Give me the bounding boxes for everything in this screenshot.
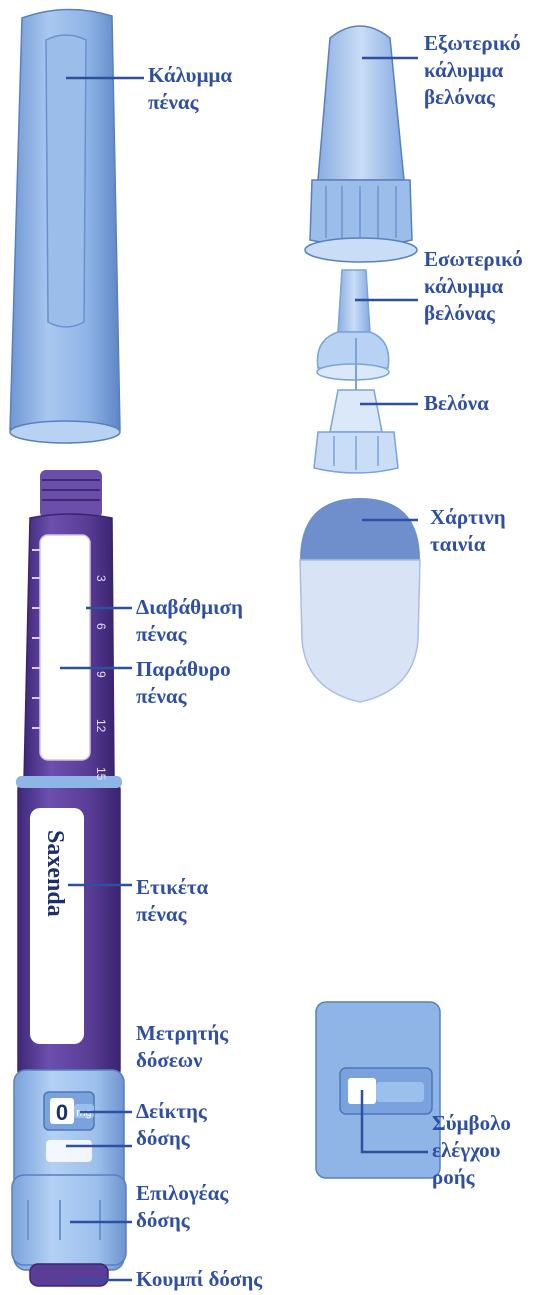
dose-button[interactable] (30, 1264, 108, 1286)
dose-display: 0 (56, 1100, 68, 1125)
label-paper-tab: Χάρτινη ταινία (430, 504, 506, 558)
label-flow-check-symbol: Σύμβολο ελέγχου ροής (432, 1110, 511, 1191)
label-pen-window: Παράθυρο πένας (136, 656, 231, 710)
label-dose-counter: Μετρητής δόσεων (136, 1020, 228, 1074)
pen-label: Saxenda (30, 808, 84, 1044)
scale-mark-9: 9 (94, 671, 108, 678)
label-needle: Βελόνα (424, 390, 489, 417)
paper-tab (300, 498, 420, 702)
label-inner-needle-cap: Εσωτερικό κάλυμμα βελόνας (424, 246, 523, 327)
label-dose-selector: Επιλογέας δόσης (136, 1180, 228, 1234)
outer-needle-cap (305, 26, 417, 262)
scale-mark-12: 12 (94, 719, 108, 733)
scale-mark-6: 6 (94, 623, 108, 630)
scale-mark-15: 15 (94, 767, 108, 781)
label-pen-cap: Κάλυμμα πένας (148, 62, 232, 116)
dose-pointer (46, 1140, 92, 1162)
scale-mark-3: 3 (94, 575, 108, 582)
label-pen-scale: Διαβάθμιση πένας (136, 594, 243, 648)
label-dose-button: Κουμπί δόσης (136, 1266, 262, 1293)
inner-needle-cap (317, 270, 389, 380)
label-pen-label: Ετικέτα πένας (136, 874, 208, 928)
label-dose-pointer: Δείκτης δόσης (136, 1098, 207, 1152)
label-outer-needle-cap: Εξωτερικό κάλυμμα βελόνας (424, 30, 521, 111)
pen-window (40, 535, 90, 760)
pen-cap (10, 9, 120, 443)
pen-brand-name: Saxenda (42, 830, 68, 917)
